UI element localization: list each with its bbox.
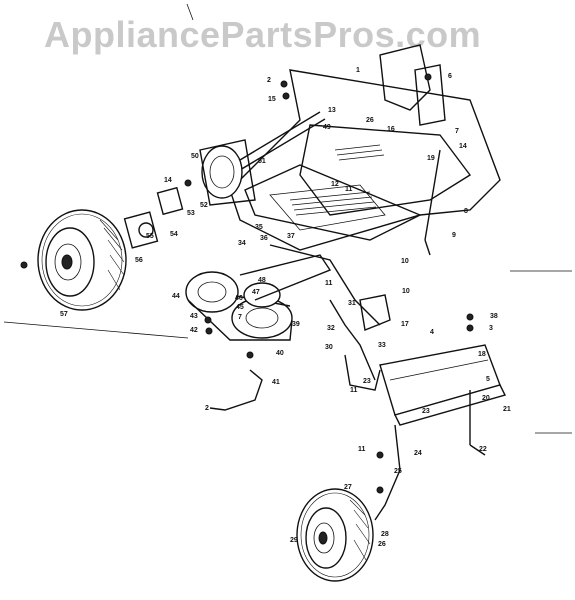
callout-48: 48 — [258, 277, 266, 284]
pulley-belt-assembly — [185, 254, 332, 341]
hardware-bolts — [20, 73, 474, 494]
callout-26: 26 — [366, 117, 374, 124]
callout-5: 5 — [486, 376, 490, 383]
chassis-frame — [229, 44, 501, 256]
callout-29: 29 — [290, 537, 298, 544]
callout-24: 24 — [414, 450, 422, 457]
callout-49: 49 — [323, 124, 331, 131]
callout-10: 10 — [401, 258, 409, 265]
callout-37: 37 — [287, 233, 295, 240]
callout-34: 34 — [238, 240, 246, 247]
callout-18: 18 — [478, 351, 486, 358]
callout-20: 20 — [482, 395, 490, 402]
callout-40: 40 — [276, 350, 284, 357]
callout-14: 14 — [459, 143, 467, 150]
callout-17: 17 — [401, 321, 409, 328]
callout-3: 3 — [489, 325, 493, 332]
callout-23: 23 — [363, 378, 371, 385]
reference-line-left — [3, 321, 189, 339]
callout-25: 25 — [394, 468, 402, 475]
callout-31: 31 — [348, 300, 356, 307]
callout-19: 19 — [427, 155, 435, 162]
callout-6: 6 — [448, 73, 452, 80]
callout-32: 32 — [327, 325, 335, 332]
callout-2: 2 — [205, 405, 209, 412]
callout-15: 15 — [268, 96, 276, 103]
callout-56: 56 — [135, 257, 143, 264]
callout-44: 44 — [172, 293, 180, 300]
callout-55: 55 — [146, 233, 154, 240]
callout-1: 1 — [356, 67, 360, 74]
reference-line-top — [186, 3, 194, 21]
callout-30: 30 — [325, 344, 333, 351]
callout-9: 9 — [452, 232, 456, 239]
callout-4: 4 — [430, 329, 434, 336]
callout-57: 57 — [60, 311, 68, 318]
callout-21: 21 — [503, 406, 511, 413]
callout-50: 50 — [191, 153, 199, 160]
callout-11: 11 — [325, 280, 333, 287]
callout-54: 54 — [170, 231, 178, 238]
callout-23: 23 — [422, 408, 430, 415]
callout-labels: 1223456778910101111111112131414151617181… — [60, 67, 511, 548]
callout-42: 42 — [190, 327, 198, 334]
callout-36: 36 — [260, 235, 268, 242]
callout-45: 45 — [236, 304, 244, 311]
transaxle-assembly — [123, 111, 326, 249]
callout-12: 12 — [331, 181, 339, 188]
callout-16: 16 — [387, 126, 395, 133]
callout-11: 11 — [350, 387, 358, 394]
linkage-rods — [209, 244, 391, 411]
callout-11: 11 — [358, 446, 366, 453]
callout-2: 2 — [267, 77, 271, 84]
callout-27: 27 — [344, 484, 352, 491]
callout-8: 8 — [464, 208, 468, 215]
callout-7: 7 — [455, 128, 459, 135]
callout-10: 10 — [402, 288, 410, 295]
callout-52: 52 — [200, 202, 208, 209]
callout-28: 28 — [381, 531, 389, 538]
callout-13: 13 — [328, 107, 336, 114]
callout-33: 33 — [378, 342, 386, 349]
front-wheel — [296, 488, 374, 582]
front-axle — [374, 344, 507, 521]
callout-14: 14 — [164, 177, 172, 184]
callout-47: 47 — [252, 289, 260, 296]
callout-39: 39 — [292, 321, 300, 328]
callout-26: 26 — [378, 541, 386, 548]
callout-38: 38 — [490, 313, 498, 320]
frame-grille — [289, 144, 385, 216]
callout-46: 46 — [235, 295, 243, 302]
callout-53: 53 — [187, 210, 195, 217]
callout-7: 7 — [238, 314, 242, 321]
callout-41: 41 — [272, 379, 280, 386]
callout-43: 43 — [190, 313, 198, 320]
callout-11: 11 — [345, 186, 353, 193]
callout-22: 22 — [479, 446, 487, 453]
callout-35: 35 — [255, 224, 263, 231]
callout-51: 51 — [258, 158, 266, 165]
rear-wheel — [37, 209, 127, 311]
